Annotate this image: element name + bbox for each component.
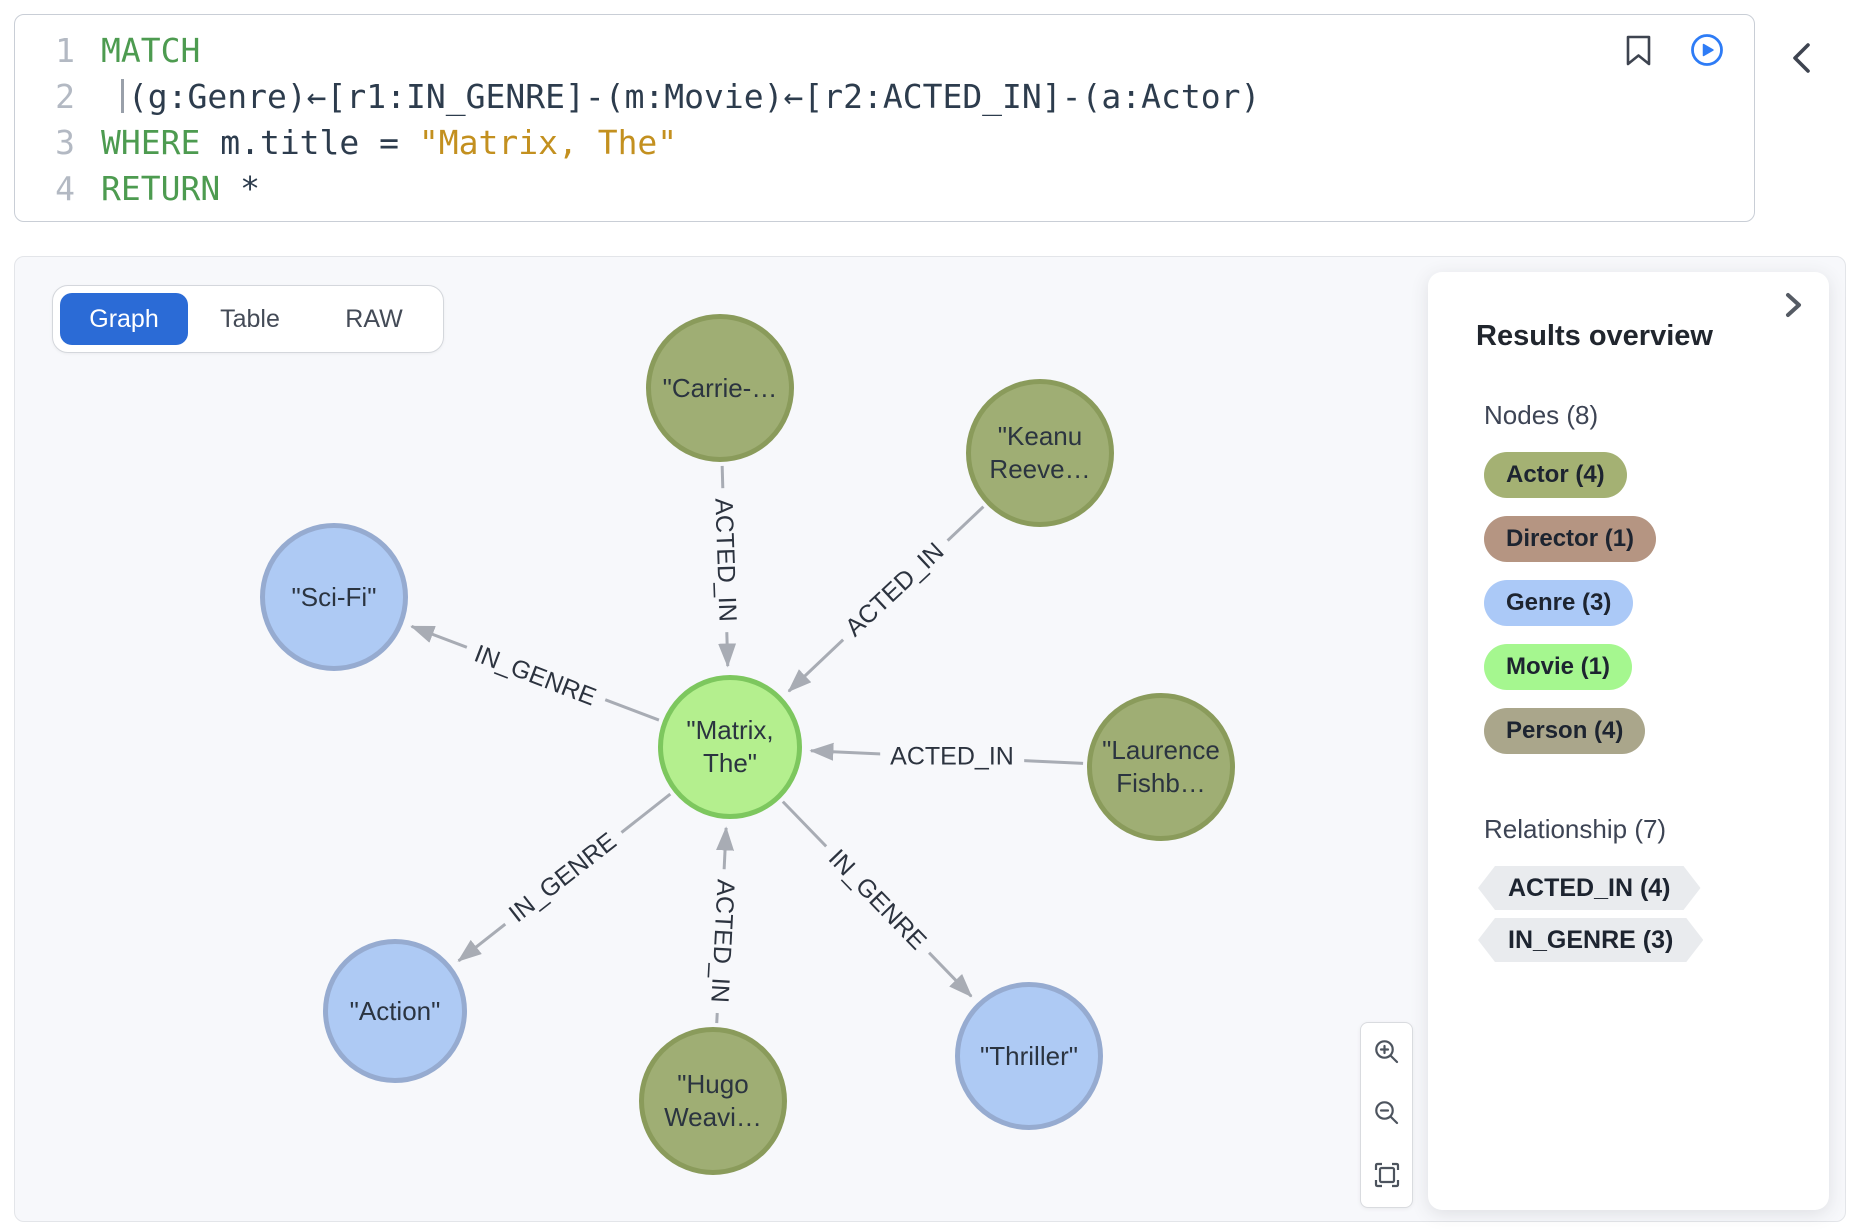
code-token-string: "Matrix, The" [418, 123, 678, 162]
view-tabs: Graph Table RAW [52, 285, 444, 353]
zoom-out-icon [1373, 1101, 1401, 1130]
code-token-keyword: MATCH [101, 31, 201, 70]
node-label-line: The" [702, 748, 758, 778]
code-token-keyword: RETURN [101, 169, 221, 208]
graph-node-action[interactable]: "Action" [323, 939, 467, 1083]
tab-graph[interactable]: Graph [60, 293, 188, 345]
code-line: 2 (g:Genre)←[r1:IN_GENRE]-(m:Movie)←[r2:… [15, 74, 1754, 120]
node-label-badge[interactable]: Person (4) [1484, 708, 1646, 754]
results-overview-panel: Results overview Nodes (8) Actor (4) Dire… [1428, 272, 1829, 1210]
code-token-code: m.title = [200, 123, 419, 162]
zoom-in-button[interactable] [1373, 1038, 1401, 1069]
panel-title: Results overview [1476, 320, 1713, 352]
node-label-line: "Thriller" [980, 1040, 1078, 1071]
line-number: 2 [55, 77, 75, 116]
run-query-button[interactable] [1690, 33, 1724, 70]
graph-node-thriller[interactable]: "Thriller" [955, 982, 1103, 1130]
code-text: (g:Genre)←[r1:IN_GENRE]-(m:Movie)←[r2:AC… [75, 74, 1260, 120]
collapse-editor-button[interactable] [1789, 40, 1813, 79]
zoom-in-icon [1373, 1040, 1401, 1069]
play-icon [1690, 34, 1724, 70]
node-label-line: "Action" [349, 995, 441, 1026]
nodes-heading: Nodes (8) [1484, 400, 1599, 430]
edge-label-acted_in[interactable]: ACTED_IN [880, 741, 1024, 773]
line-number: 1 [55, 31, 75, 70]
node-label-line: "Hugo [677, 1069, 749, 1099]
node-label-line: "Laurence [1102, 735, 1220, 765]
node-label-badge[interactable]: Director (1) [1484, 516, 1657, 562]
zoom-toolbar [1360, 1022, 1413, 1208]
node-label-line: "Keanu [997, 421, 1083, 451]
code-token-keyword: WHERE [101, 123, 201, 162]
node-label-line: "Matrix, [686, 715, 774, 745]
chevron-left-icon [1789, 43, 1813, 79]
node-label-line: Fishb… [1116, 768, 1206, 798]
bookmark-button[interactable] [1625, 34, 1652, 70]
text-cursor [120, 79, 124, 113]
code-token-code: (g:Genre)←[r1:IN_GENRE]-(m:Movie)←[r2:AC… [127, 77, 1261, 116]
tab-table[interactable]: Table [220, 304, 280, 333]
node-label-line: Reeve… [989, 454, 1091, 484]
node-label-line: Weavi… [664, 1102, 762, 1132]
node-label-badge[interactable]: Genre (3) [1484, 580, 1634, 626]
code-text: MATCH [75, 28, 200, 74]
editor-lines: 1 MATCH 2 (g:Genre)←[r1:IN_GENRE]-(m:Movie… [15, 28, 1754, 212]
graph-node-carrie[interactable]: "Carrie-… [646, 314, 794, 462]
code-text: WHERE m.title = "Matrix, The" [75, 120, 677, 166]
graph-node-scifi[interactable]: "Sci-Fi" [260, 523, 408, 671]
code-line: 1 MATCH [15, 28, 1754, 74]
cypher-editor[interactable]: 1 MATCH 2 (g:Genre)←[r1:IN_GENRE]-(m:Movie… [14, 14, 1755, 222]
bookmark-icon [1625, 35, 1652, 70]
node-label-badge[interactable]: Actor (4) [1484, 452, 1627, 498]
node-label-badge[interactable]: Movie (1) [1484, 644, 1633, 690]
relationship-type-chip[interactable]: ACTED_IN (4) [1478, 866, 1701, 910]
line-number: 4 [55, 169, 75, 208]
node-label-line: "Carrie-… [662, 372, 778, 403]
tab-raw[interactable]: RAW [345, 304, 403, 333]
fit-view-icon [1373, 1162, 1401, 1192]
graph-node-matrix[interactable]: "Matrix,The" [658, 675, 802, 819]
chevron-right-icon [1780, 293, 1806, 323]
relationship-heading: Relationship (7) [1484, 814, 1667, 844]
code-text: RETURN * [75, 166, 260, 212]
node-badges: Actor (4) Director (1) Genre (3) Movie (1) P… [1484, 452, 1657, 754]
fit-view-button[interactable] [1373, 1161, 1401, 1192]
line-number: 3 [55, 123, 75, 162]
collapse-panel-button[interactable] [1780, 290, 1806, 323]
code-token-code: * [220, 169, 260, 208]
relationship-type-chip[interactable]: IN_GENRE (3) [1478, 918, 1703, 962]
node-label-line: "Sci-Fi" [291, 581, 377, 612]
relationship-chips: ACTED_IN (4) IN_GENRE (3) [1478, 866, 1703, 962]
edge-label-acted_in[interactable]: ACTED_IN [707, 487, 743, 633]
zoom-out-button[interactable] [1373, 1099, 1401, 1130]
